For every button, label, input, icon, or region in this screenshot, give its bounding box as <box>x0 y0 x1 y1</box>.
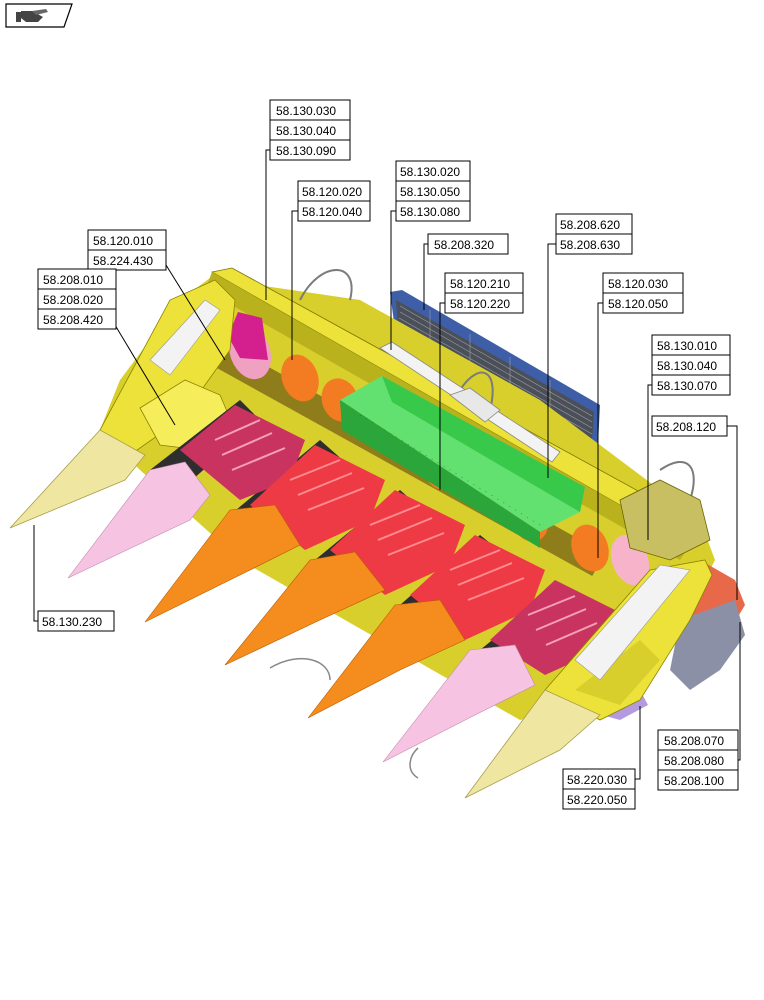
callout-code: 58.130.010 <box>657 339 717 353</box>
snout-orange-3 <box>307 599 466 719</box>
callout-58-120-020-group: 58.120.020 58.120.040 <box>297 180 371 222</box>
callout-58-208-070-group: 58.208.070 58.208.080 58.208.100 <box>657 729 739 791</box>
callout-58-120-010-group: 58.120.010 58.224.430 <box>87 229 167 271</box>
callout-58-130-010-group: 58.130.010 58.130.040 58.130.070 <box>651 334 731 396</box>
callout-code: 58.120.220 <box>450 297 510 311</box>
snout-right-outer <box>464 689 601 799</box>
callout-code: 58.220.030 <box>567 773 627 787</box>
callout-code: 58.208.070 <box>664 734 724 748</box>
callout-58-208-010-group: 58.208.010 58.208.020 58.208.420 <box>37 268 117 330</box>
callout-code: 58.130.030 <box>276 104 336 118</box>
callout-58-130-020-group: 58.130.020 58.130.050 58.130.080 <box>395 160 471 222</box>
left-white-roll <box>149 299 221 376</box>
callout-code: 58.130.050 <box>400 185 460 199</box>
loose-hoses <box>269 657 419 779</box>
callout-58-120-030-group: 58.120.030 58.120.050 <box>602 272 684 314</box>
snout-orange-2 <box>224 551 386 666</box>
callout-code: 58.208.120 <box>656 420 716 434</box>
callout-code: 58.120.020 <box>302 185 362 199</box>
callout-code: 58.208.620 <box>560 218 620 232</box>
callout-code: 58.208.630 <box>560 238 620 252</box>
callout-code: 58.120.050 <box>608 297 668 311</box>
callout-code: 58.208.420 <box>43 313 103 327</box>
hand-pointer-icon <box>16 9 48 22</box>
callout-code: 58.120.010 <box>93 234 153 248</box>
callout-58-120-210-group: 58.120.210 58.120.220 <box>444 272 524 314</box>
snout-orange-1 <box>144 504 301 623</box>
hydraulic-lines <box>299 269 695 501</box>
callout-code: 58.208.020 <box>43 293 103 307</box>
callout-58-208-620-group: 58.208.620 58.208.630 <box>555 213 633 255</box>
right-white-roll <box>574 564 691 681</box>
header-machine <box>9 267 745 799</box>
callout-58-208-320-group: 58.208.320 <box>427 233 509 255</box>
callout-code: 58.208.010 <box>43 273 103 287</box>
callout-code: 58.208.100 <box>664 774 724 788</box>
callout-58-220-030-group: 58.220.030 58.220.050 <box>562 768 636 810</box>
callout-code: 58.130.090 <box>276 144 336 158</box>
magenta-auger-end <box>228 312 268 360</box>
snout-pink-1 <box>67 461 211 579</box>
callout-code: 58.208.320 <box>434 238 494 252</box>
hydraulic-cylinder <box>379 341 561 463</box>
callout-code: 58.208.080 <box>664 754 724 768</box>
callout-code: 58.130.230 <box>42 615 102 629</box>
callout-code: 58.220.050 <box>567 793 627 807</box>
callout-code: 58.120.040 <box>302 205 362 219</box>
callout-58-208-120-group: 58.208.120 <box>651 415 728 437</box>
callout-code: 58.120.030 <box>608 277 668 291</box>
nav-button[interactable] <box>5 3 73 28</box>
callout-code: 58.130.080 <box>400 205 460 219</box>
row-cover-1 <box>180 405 305 500</box>
callout-58-130-230-group: 58.130.230 <box>37 610 115 632</box>
callout-58-130-030-group: 58.130.030 58.130.040 58.130.090 <box>269 99 351 161</box>
side-bracket <box>619 479 711 561</box>
snout-left-outer <box>9 429 146 529</box>
snout-pink-2 <box>382 644 536 763</box>
callout-code: 58.130.040 <box>657 359 717 373</box>
callout-code: 58.120.210 <box>450 277 510 291</box>
callout-code: 58.130.020 <box>400 165 460 179</box>
callout-code: 58.224.430 <box>93 254 153 268</box>
callout-code: 58.130.040 <box>276 124 336 138</box>
callout-code: 58.130.070 <box>657 379 717 393</box>
